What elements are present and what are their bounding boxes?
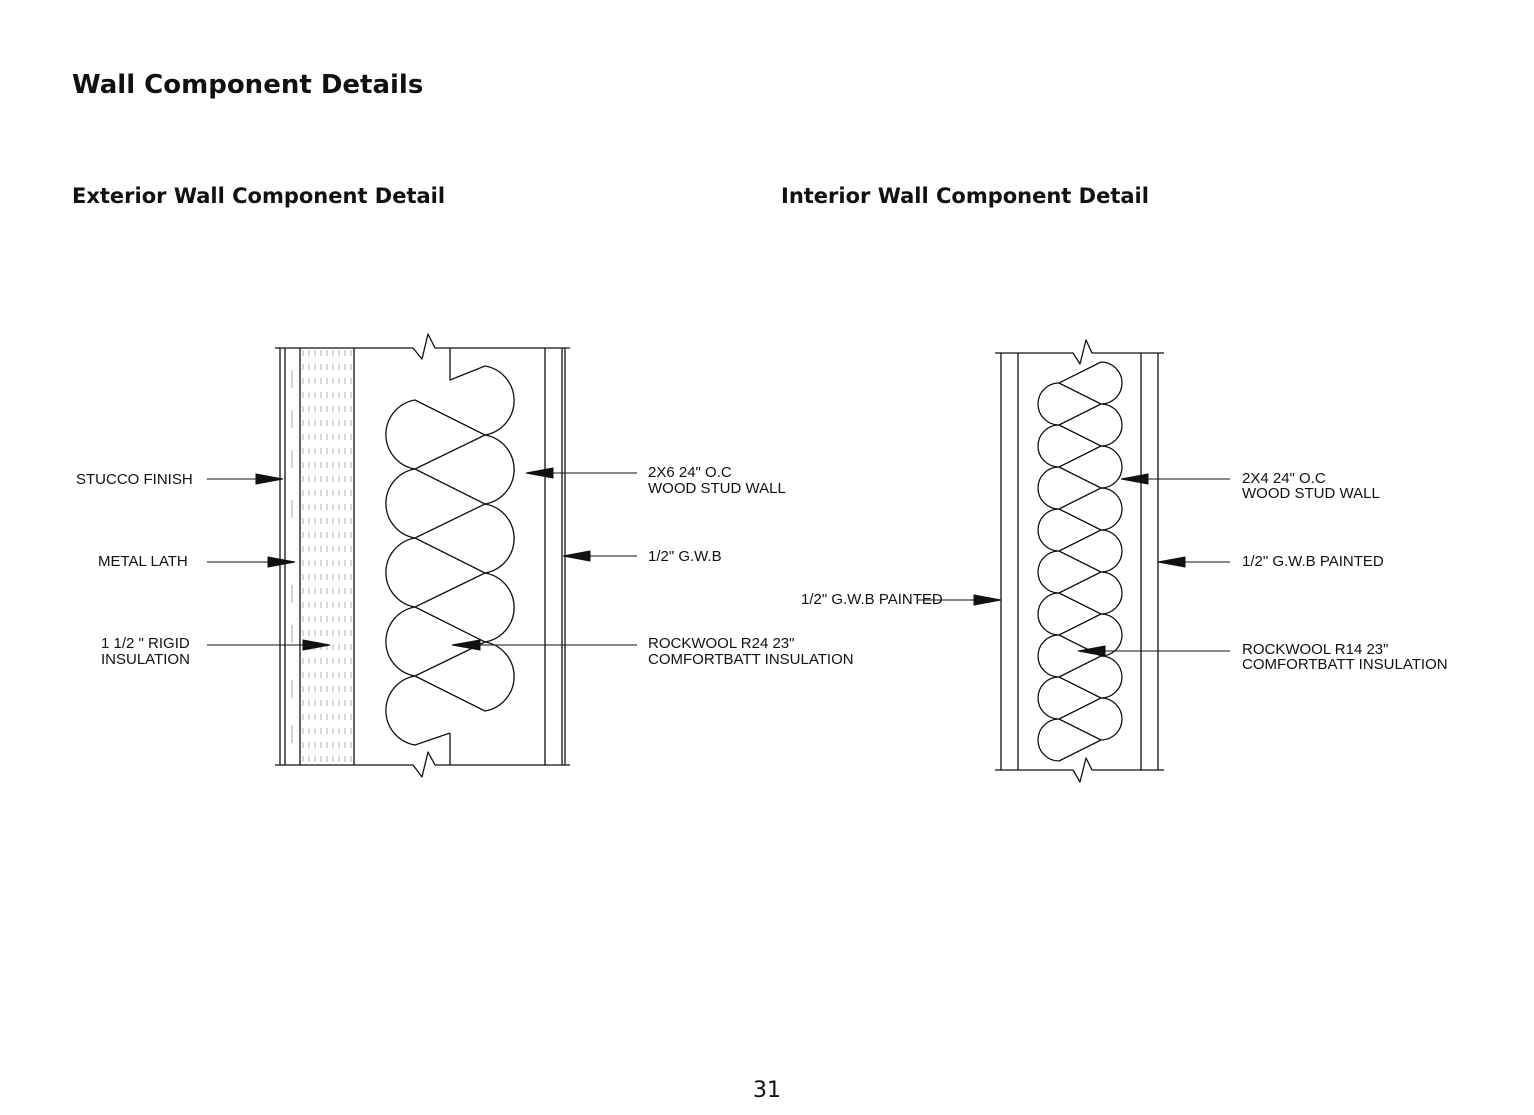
- label-gwb: 1/2" G.W.B: [648, 548, 722, 565]
- top-break-line: [275, 333, 570, 360]
- int-arrow-gwb-left: [973, 594, 1002, 606]
- page-title: Wall Component Details: [72, 70, 424, 100]
- arrow-rockwool: [451, 639, 481, 651]
- int-top-break-line: [995, 339, 1164, 365]
- label-rockwool-r24-2: COMFORTBATT INSULATION: [648, 651, 854, 668]
- arrow-stucco: [255, 473, 284, 485]
- label-rigid-insulation-1: 1 1/2 " RIGID: [101, 635, 190, 652]
- interior-wall-heading: Interior Wall Component Detail: [781, 184, 1149, 208]
- arrow-rigid: [302, 639, 331, 651]
- label-2x4-stud-2: WOOD STUD WALL: [1242, 485, 1380, 502]
- label-stucco-finish: STUCCO FINISH: [76, 471, 193, 488]
- bottom-break-line: [275, 751, 570, 778]
- rockwool-batt-squiggle: [385, 365, 515, 746]
- arrow-lath: [267, 556, 296, 568]
- label-metal-lath: METAL LATH: [98, 553, 188, 570]
- interior-wall-section: [995, 339, 1164, 783]
- arrow-gwb: [562, 550, 591, 562]
- int-arrow-gwb-right: [1157, 556, 1186, 568]
- page-number: 31: [753, 1078, 781, 1103]
- label-rockwool-r24-1: ROCKWOOL R24 23": [648, 635, 794, 652]
- label-gwb-painted-left: 1/2" G.W.B PAINTED: [801, 591, 943, 608]
- exterior-leaders: [207, 467, 637, 651]
- exterior-wall-section: [275, 333, 570, 778]
- int-arrow-rockwool: [1077, 645, 1106, 657]
- label-rockwool-r14-2: COMFORTBATT INSULATION: [1242, 656, 1448, 673]
- int-arrow-stud: [1120, 473, 1149, 485]
- batt-edge: [449, 348, 486, 381]
- int-rockwool-batt-squiggle: [1037, 361, 1123, 762]
- int-bottom-break-line: [995, 757, 1164, 783]
- rigid-insulation-hatch: [302, 348, 354, 765]
- exterior-wall-heading: Exterior Wall Component Detail: [72, 184, 446, 208]
- label-2x6-stud-1: 2X6 24" O.C: [648, 464, 732, 481]
- label-rockwool-r14-1: ROCKWOOL R14 23": [1242, 641, 1388, 658]
- label-2x6-stud-2: WOOD STUD WALL: [648, 480, 786, 497]
- label-gwb-painted-right: 1/2" G.W.B PAINTED: [1242, 553, 1384, 570]
- interior-leaders: [918, 473, 1230, 657]
- label-rigid-insulation-2: INSULATION: [101, 651, 190, 668]
- arrow-stud: [525, 467, 554, 479]
- label-2x4-stud-1: 2X4 24" O.C: [1242, 470, 1326, 487]
